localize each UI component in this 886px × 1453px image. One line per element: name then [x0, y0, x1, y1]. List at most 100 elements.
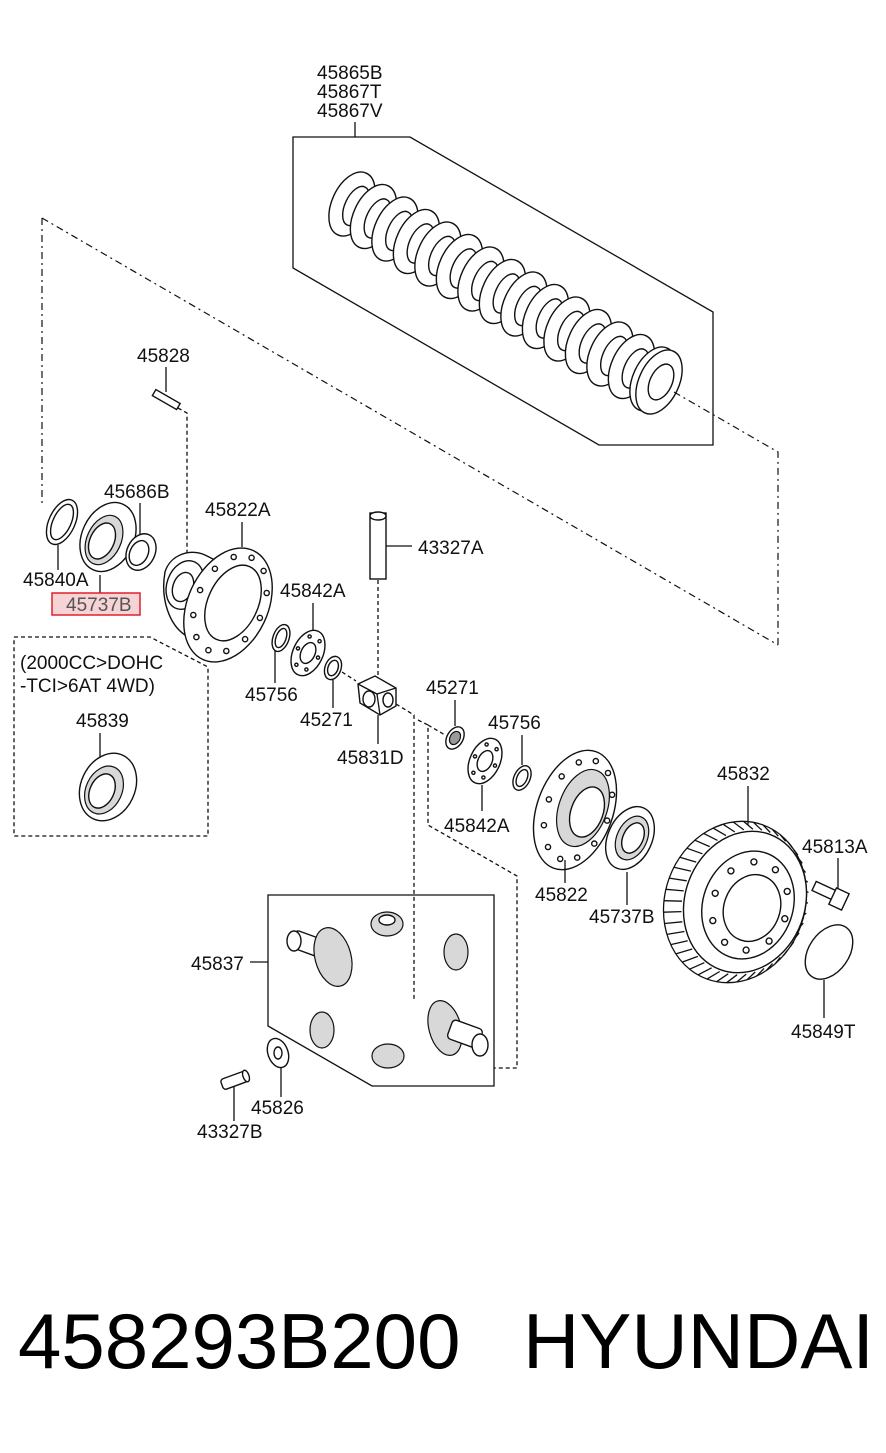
bolt-hole	[193, 633, 200, 641]
bolt-hole	[545, 796, 553, 803]
bolt-45813A	[811, 858, 851, 912]
bolt-hole	[591, 840, 598, 847]
gear-tooth	[732, 821, 745, 831]
bolt-hole	[727, 867, 735, 875]
gear-tooth	[726, 974, 738, 984]
label-45737B-right: 45737B	[589, 907, 655, 928]
bolt-hole	[189, 611, 197, 619]
label-45822A: 45822A	[205, 500, 271, 521]
bolt-hole	[765, 937, 773, 945]
washer-hole	[494, 746, 499, 752]
bolt-hole	[248, 554, 255, 562]
gear-tooth	[736, 973, 747, 983]
gear-tooth	[716, 973, 729, 983]
label-45840A: 45840A	[23, 570, 89, 591]
gear-tooth	[706, 970, 721, 980]
bolt-hole	[556, 855, 564, 863]
pinion-shaft-43327A	[369, 511, 412, 676]
label-45832: 45832	[717, 764, 770, 785]
washer-hole	[295, 646, 301, 651]
bolt-hole	[709, 916, 717, 925]
washer-hole	[307, 634, 312, 639]
washer-hole	[484, 742, 489, 747]
side-gear-45271-left	[323, 655, 343, 708]
washer-hole	[317, 638, 322, 644]
bearing-45737B-right	[604, 805, 656, 905]
gear-tooth	[681, 955, 699, 963]
label-45867V: 45867V	[317, 101, 383, 122]
bolt-hole	[711, 889, 719, 897]
variant-note-line2: -TCI>6AT 4WD)	[20, 676, 155, 697]
bolt-hole	[211, 565, 219, 573]
label-45842A-top: 45842A	[280, 581, 346, 602]
clutch-plate-pack-group	[292, 122, 714, 446]
gear-tooth	[742, 820, 754, 830]
bolt-hole	[205, 646, 212, 654]
washer-hole	[471, 770, 476, 776]
washer-45826	[266, 1037, 290, 1097]
bolt-hole	[544, 843, 552, 851]
gear-tooth	[712, 827, 727, 837]
label-45756-right: 45756	[488, 713, 541, 734]
side-gear-45271-right	[445, 700, 465, 750]
gear-tooth	[665, 888, 684, 892]
ring-45756-left	[271, 623, 291, 683]
label-45837: 45837	[191, 954, 244, 975]
highlight-box-45737B	[51, 592, 141, 616]
gear-tooth	[762, 824, 771, 833]
bearing-45737B-left	[79, 501, 137, 593]
washer-hole	[315, 655, 321, 660]
bolt-hole	[783, 887, 791, 896]
variant-note-line1: (2000CC>DOHC	[20, 653, 163, 674]
gear-tooth	[663, 910, 682, 913]
label-45867T: 45867T	[317, 82, 382, 103]
gear-tooth	[679, 856, 697, 863]
part-labels: 45865B 45867T 45867V 45828 45686B 45822A…	[20, 63, 868, 1143]
washer-hole	[492, 763, 498, 768]
shaft-43327B	[220, 1069, 251, 1121]
bolt-hole	[263, 589, 271, 597]
washer-hole	[472, 754, 478, 759]
washer-45849T	[804, 924, 854, 1018]
cross-block-45831D	[341, 671, 415, 1000]
bolt-hole	[592, 757, 600, 765]
bolt-hole	[573, 854, 581, 861]
washer-hole	[304, 667, 309, 672]
footer-part-number: 458293B200	[18, 1297, 460, 1385]
footer-brand: HYUNDAI	[523, 1297, 874, 1385]
bolt-hole	[608, 791, 616, 799]
ring-45756-right	[512, 735, 532, 791]
bolt-hole	[558, 773, 566, 780]
label-45849T: 45849T	[791, 1022, 856, 1043]
label-45839: 45839	[76, 711, 129, 732]
label-45271-left: 45271	[300, 710, 353, 731]
bolt-hole	[720, 938, 729, 946]
bolt-hole	[771, 866, 780, 874]
gear-tooth	[746, 971, 756, 981]
label-45842A-right: 45842A	[444, 816, 510, 837]
bolt-hole	[540, 821, 548, 829]
gear-tooth	[689, 962, 705, 970]
gear-tooth	[669, 877, 687, 882]
gear-tooth	[722, 823, 736, 833]
bolt-hole	[230, 553, 237, 561]
ring-gear-45832	[662, 786, 809, 984]
label-45865B: 45865B	[317, 63, 383, 84]
gear-set-45837	[250, 894, 495, 1087]
snap-ring-45840A	[45, 498, 79, 570]
gear-tooth	[675, 948, 693, 955]
clutch-plate-front	[635, 349, 683, 415]
gear-tooth	[694, 839, 710, 848]
gear-tooth	[666, 930, 685, 936]
label-45826: 45826	[251, 1098, 304, 1119]
bolt-hole	[196, 586, 204, 594]
assembly-dash-lines	[41, 217, 779, 646]
right-dotted-bracket	[417, 719, 518, 1069]
gear-tooth	[686, 847, 703, 855]
gear-tooth	[703, 832, 718, 841]
differential-case-45822	[532, 749, 618, 883]
gear-tooth	[664, 921, 683, 925]
washer-hole	[294, 662, 299, 668]
gear-tooth	[670, 940, 688, 946]
